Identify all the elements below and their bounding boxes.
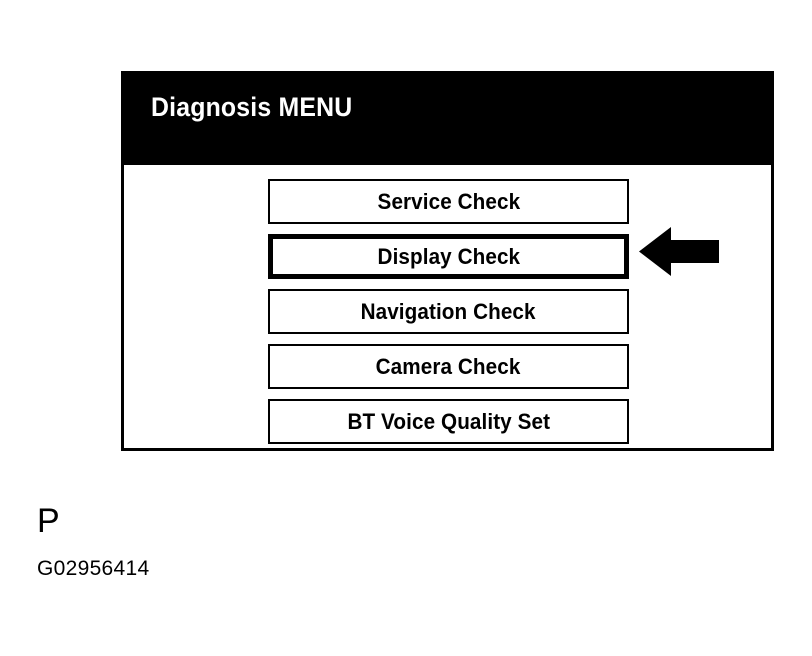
figure-code: G02956414 bbox=[37, 557, 150, 580]
menu-item-label: Navigation Check bbox=[360, 298, 537, 324]
left-arrow-icon bbox=[639, 227, 719, 276]
menu-item-display-check[interactable]: Display Check bbox=[268, 234, 629, 279]
menu-item-bt-voice-quality-set[interactable]: BT Voice Quality Set bbox=[268, 399, 629, 444]
menu-list: Service Check Display Check Navigation C… bbox=[124, 165, 771, 448]
menu-item-label: Display Check bbox=[377, 243, 520, 269]
menu-item-navigation-check[interactable]: Navigation Check bbox=[268, 289, 629, 334]
caption-letter: P bbox=[37, 502, 60, 540]
screen-title-bar: Diagnosis MENU bbox=[124, 74, 771, 165]
menu-item-label: Camera Check bbox=[376, 353, 521, 379]
menu-item-label: BT Voice Quality Set bbox=[347, 408, 550, 434]
menu-item-service-check[interactable]: Service Check bbox=[268, 179, 629, 224]
page-title: Diagnosis MENU bbox=[151, 92, 353, 122]
menu-item-label: Service Check bbox=[377, 188, 520, 214]
menu-item-camera-check[interactable]: Camera Check bbox=[268, 344, 629, 389]
